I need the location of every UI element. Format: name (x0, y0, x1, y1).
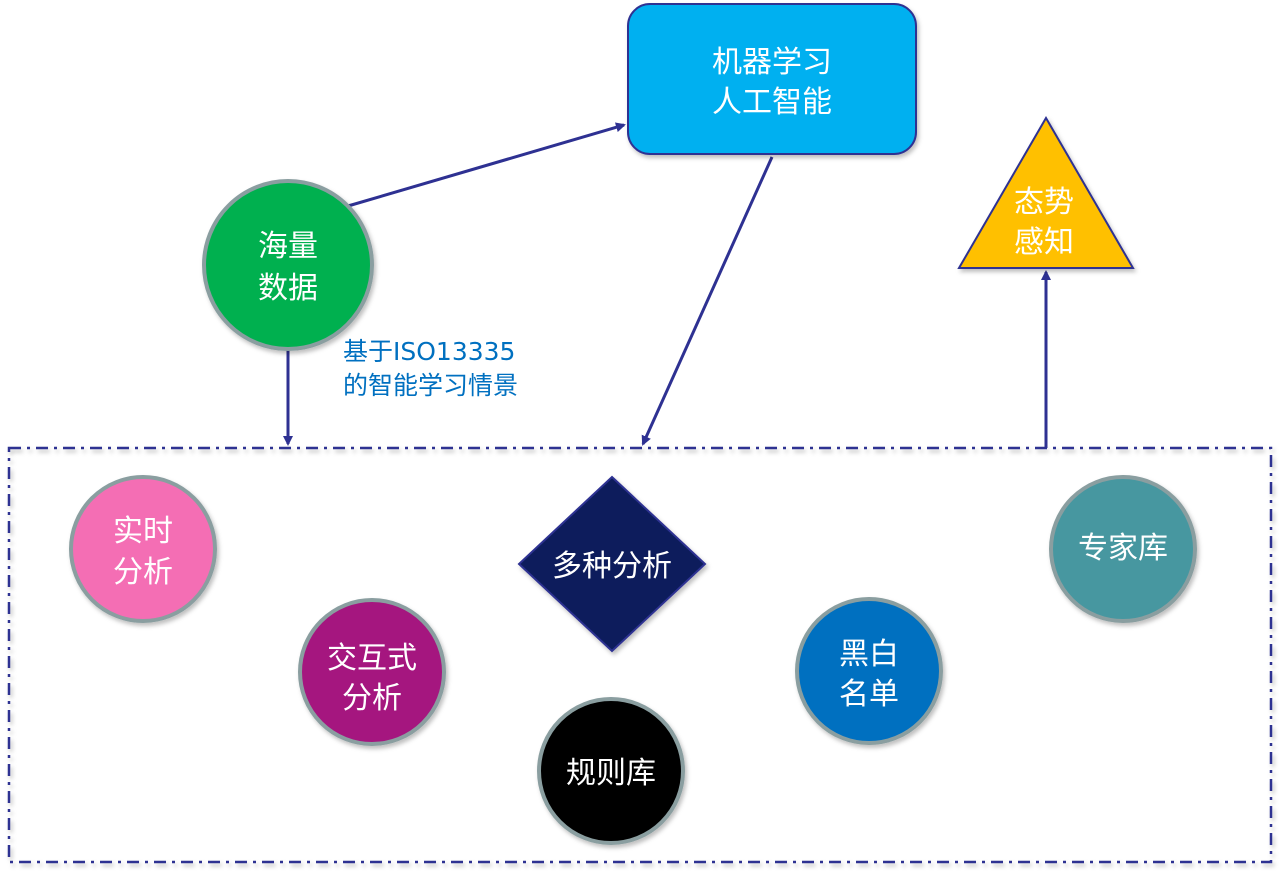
rules-library-node: 规则库 (537, 697, 685, 845)
analysis-container (7, 446, 1273, 864)
blackwhite-line1: 黑白 (839, 637, 899, 672)
massive-data-line2: 数据 (258, 271, 318, 306)
massive-data-node: 海量 数据 (202, 179, 374, 351)
realtime-line1: 实时 (113, 514, 173, 549)
caption-line2: 的智能学习情景 (343, 371, 518, 400)
rules-library-label: 规则库 (566, 756, 656, 791)
ml-ai-line1: 机器学习 (712, 45, 832, 80)
blackwhite-line2: 名单 (839, 677, 899, 712)
awareness-line1: 态势 (1014, 185, 1074, 220)
caption-line1: 基于ISO13335 (343, 337, 515, 366)
situational-awareness-node: 态势 感知 (957, 116, 1135, 269)
arrow-ml-to-container (641, 156, 774, 446)
black-white-list-node: 黑白 名单 (795, 597, 943, 745)
realtime-analysis-node: 实时 分析 (69, 475, 217, 623)
interactive-line2: 分析 (342, 681, 402, 716)
ml-ai-line2: 人工智能 (712, 85, 832, 120)
awareness-line2: 感知 (1014, 225, 1074, 260)
multiple-analysis-node: 多种分析 (517, 475, 707, 653)
expert-library-label: 专家库 (1078, 531, 1168, 566)
realtime-line2: 分析 (113, 555, 173, 590)
ml-ai-box: 机器学习 人工智能 (627, 3, 917, 155)
massive-data-line1: 海量 (258, 229, 318, 264)
multiple-analysis-label: 多种分析 (552, 549, 672, 584)
expert-library-node: 专家库 (1049, 475, 1197, 623)
interactive-line1: 交互式 (327, 641, 417, 676)
interactive-analysis-node: 交互式 分析 (298, 598, 446, 746)
iso-caption: 基于ISO13335 的智能学习情景 (343, 337, 518, 400)
arrow-data-to-ml (347, 122, 626, 208)
